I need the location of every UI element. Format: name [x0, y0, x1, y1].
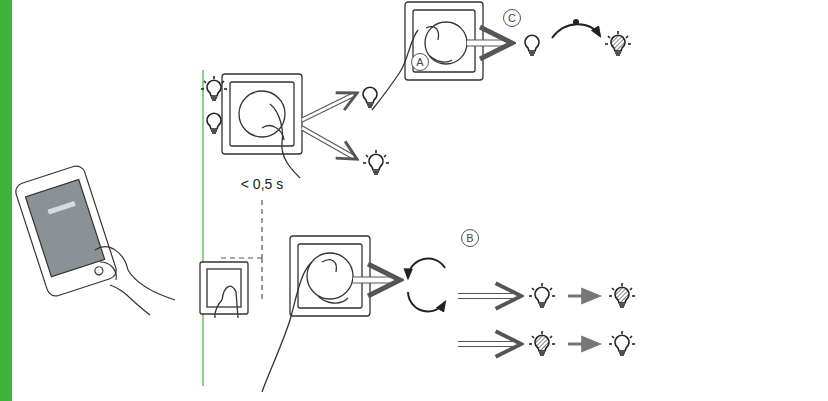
callout-letter: B [466, 233, 473, 244]
callout-circle: B [461, 229, 479, 247]
callout-letter: C [508, 13, 516, 24]
callout-circle: C [503, 9, 521, 27]
time-label: < 0,5 s [239, 176, 285, 192]
callout-letter: A [416, 57, 423, 68]
callout-circle: A [411, 53, 429, 71]
